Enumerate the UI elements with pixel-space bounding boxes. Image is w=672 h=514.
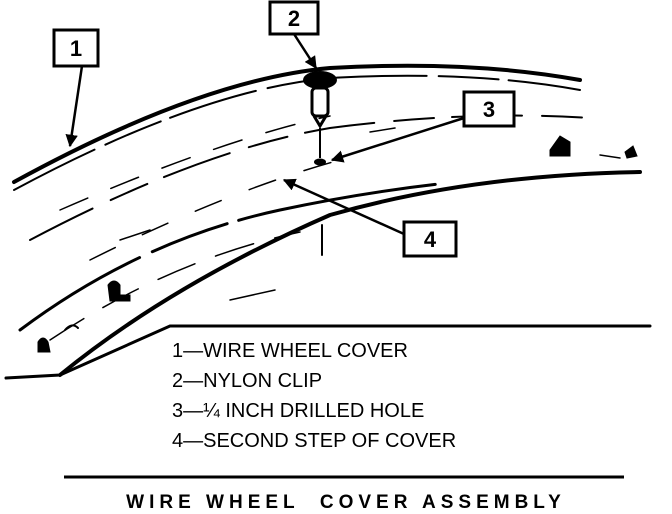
hatch-f <box>64 324 79 331</box>
drilled-hole <box>314 158 326 166</box>
cover-inner-hatch <box>59 115 331 211</box>
cover-lower-rim <box>58 170 642 377</box>
nylon-clip-tip <box>312 115 328 129</box>
clip-mark-right <box>549 135 571 157</box>
leader-lines <box>65 33 465 236</box>
leader-4 <box>282 178 405 236</box>
callout-3: 3 <box>462 90 516 128</box>
callout-4-box <box>402 220 458 258</box>
clip-mark-bottom <box>37 337 51 353</box>
hatch-b <box>229 289 276 301</box>
legend-item-3: 3—¼ INCH DRILLED HOLE <box>172 400 424 422</box>
callout-4: 4 <box>402 220 458 258</box>
callout-3-box <box>462 90 516 128</box>
callout-1-label: 1 <box>70 36 82 61</box>
callout-4-label: 4 <box>424 227 437 252</box>
clip-mark-left <box>107 280 131 302</box>
leader-1 <box>65 65 84 148</box>
legend-item-4: 4—SECOND STEP OF COVER <box>172 430 456 452</box>
leader-3 <box>330 116 465 163</box>
cover-base-line <box>4 324 652 380</box>
callout-3-label: 3 <box>483 97 495 122</box>
cover-second-step-inner <box>49 231 301 341</box>
cover-clip-marks <box>37 135 638 353</box>
cover-outer-edge <box>12 63 582 184</box>
cover-first-step <box>29 114 591 241</box>
leader-2 <box>292 33 318 70</box>
nylon-clip-head <box>303 71 337 89</box>
hatch-a <box>119 229 151 241</box>
cover-second-step <box>18 173 562 332</box>
legend: 1—WIRE WHEEL COVER 2—NYLON CLIP 3—¼ INCH… <box>172 340 456 452</box>
callout-2-label: 2 <box>288 6 300 31</box>
clip-mark-far-right <box>624 145 638 159</box>
callout-1-box <box>52 28 100 68</box>
wheel-cover-drawing <box>4 63 652 380</box>
hatch-c <box>369 127 396 133</box>
nylon-clip-shank <box>310 86 330 118</box>
cover-inner-hatch-2 <box>89 159 341 261</box>
nylon-clip <box>303 71 337 158</box>
legend-item-1: 1—WIRE WHEEL COVER <box>172 340 408 362</box>
legend-item-2: 2—NYLON CLIP <box>172 370 322 392</box>
callout-1: 1 <box>52 28 100 68</box>
callout-2-box <box>268 0 320 36</box>
hatch-d <box>599 154 621 159</box>
callout-2: 2 <box>268 0 320 36</box>
figure-title: WIRE WHEEL COVER ASSEMBLY <box>126 492 566 513</box>
